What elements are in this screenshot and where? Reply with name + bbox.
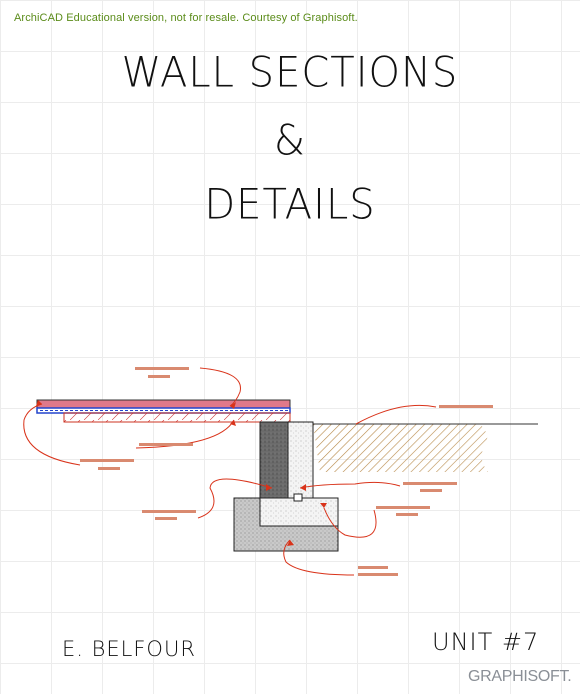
earth-fill [313,424,488,472]
slab-top [36,399,291,409]
leader-arrowheads [36,400,327,546]
slab-base [63,412,291,423]
title-line-2: & [273,116,307,166]
keyway [293,493,303,502]
unit-number: UNIT #7 [432,628,540,656]
title-line-1: WALL SECTIONS [121,48,459,98]
leader-lines [23,367,437,576]
author-name: E. BELFOUR [62,637,196,661]
footing-inner [259,497,339,527]
label-placeholders [80,367,493,576]
watermark-text: ArchiCAD Educational version, not for re… [14,12,358,24]
foundation-wall-dark [259,421,289,499]
title-line-3: DETAILS [204,180,376,230]
graphisoft-logo: GRAPHISOFT. [468,668,572,685]
